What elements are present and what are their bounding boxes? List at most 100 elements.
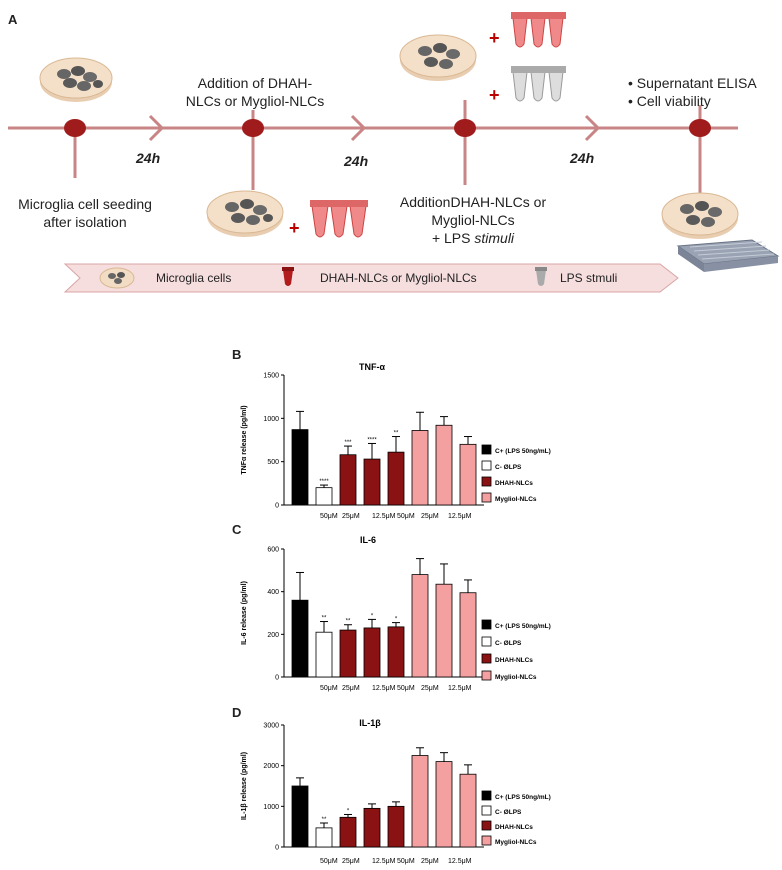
y-axis-label: IL-1β release (pg/ml) <box>241 752 248 820</box>
x-tick-label: 50μM <box>320 685 338 692</box>
significance-label: * <box>395 617 398 623</box>
timeline-node <box>689 119 711 137</box>
bar <box>387 451 405 506</box>
legend-label: DHAH-NLCs <box>495 480 533 487</box>
y-tick-label: 0 <box>275 503 279 510</box>
legend-swatch <box>481 790 492 801</box>
significance-label: * <box>347 808 350 814</box>
legend-banner-nlcs: DHAH-NLCs or Mygliol-NLCs <box>320 271 477 285</box>
chart-title: IL-1β <box>359 718 381 728</box>
bar <box>435 761 453 848</box>
chart-title: TNF-α <box>359 362 385 372</box>
bar <box>411 574 429 678</box>
bar <box>291 429 309 506</box>
legend-label: C+ (LPS 50ng/mL) <box>495 623 551 630</box>
plus-icon: + <box>489 85 500 105</box>
x-tick-label: 12.5μM <box>448 858 472 865</box>
panel-letter-d: D <box>232 705 242 720</box>
x-tick-label: 50μM <box>397 858 415 865</box>
significance-label: **** <box>319 479 329 485</box>
y-tick-label: 1000 <box>263 804 279 811</box>
significance-label: ** <box>322 616 327 622</box>
chevron-icon <box>584 114 601 142</box>
significance-label: ** <box>346 619 351 625</box>
y-tick-label: 2000 <box>263 763 279 770</box>
bar <box>411 430 429 506</box>
legend-label: C- ØLPS <box>495 809 522 816</box>
legend-swatch <box>481 835 492 846</box>
chart-title: IL-6 <box>360 535 376 545</box>
x-tick-label: 50μM <box>397 513 415 520</box>
bar <box>339 629 357 678</box>
significance-label: **** <box>367 437 377 443</box>
bar <box>435 583 453 678</box>
y-tick-label: 3000 <box>263 723 279 730</box>
bar <box>363 458 381 506</box>
timeline-node <box>64 119 86 137</box>
timeline-diagram <box>8 12 780 293</box>
legend-swatch <box>481 619 492 630</box>
chevron-icon <box>350 114 367 142</box>
bar <box>459 773 477 848</box>
chevron-icon <box>148 114 165 142</box>
legend-swatch <box>481 444 492 455</box>
legend-label: C+ (LPS 50ng/mL) <box>495 794 551 801</box>
bar <box>459 443 477 506</box>
petri-dish-icon <box>206 190 284 237</box>
bar <box>435 424 453 506</box>
legend-red-tube-icon <box>282 267 294 286</box>
plus-icon: + <box>489 28 500 48</box>
bar <box>339 816 357 848</box>
interval-label: 24h <box>136 150 161 166</box>
x-tick-label: 12.5μM <box>372 685 396 692</box>
y-tick-label: 500 <box>267 459 279 466</box>
y-tick-label: 0 <box>275 845 279 852</box>
x-tick-label: 25μM <box>342 513 360 520</box>
x-tick-label: 50μM <box>397 685 415 692</box>
y-axis-label: TNFα release (pg/ml) <box>241 405 248 474</box>
bar <box>459 592 477 678</box>
well-plate-icon <box>676 239 780 272</box>
bar <box>387 805 405 848</box>
legend-dish-icon <box>99 267 135 289</box>
petri-dish-icon <box>399 34 477 81</box>
step4-label: • Supernatant ELISA • Cell viability <box>628 75 757 109</box>
interval-label: 24h <box>570 150 595 166</box>
y-tick-label: 1000 <box>263 416 279 423</box>
interval-label: 24h <box>344 153 369 169</box>
y-tick-label: 200 <box>267 632 279 639</box>
legend-banner-lps: LPS stmuli <box>560 271 618 285</box>
y-tick-label: 400 <box>267 589 279 596</box>
bar <box>315 631 333 678</box>
petri-dish-icon <box>39 57 113 102</box>
plus-icon: + <box>289 218 300 238</box>
panel-letter-c: C <box>232 522 242 537</box>
panel-letter-a: A <box>8 12 18 27</box>
step2-label: Addition of DHAH-NLCs or Mygliol-NLCs <box>185 75 325 109</box>
y-tick-label: 0 <box>275 675 279 682</box>
x-tick-label: 25μM <box>421 858 439 865</box>
legend-swatch <box>481 460 492 471</box>
gray-tubes-icon <box>511 66 566 102</box>
timeline-node <box>242 119 264 137</box>
y-axis-label: IL-6 release (pg/ml) <box>241 581 248 645</box>
y-tick-label: 1500 <box>263 373 279 380</box>
legend-swatch <box>481 636 492 647</box>
x-tick-label: 25μM <box>342 858 360 865</box>
legend-label: DHAH-NLCs <box>495 824 533 831</box>
il6-chart: IL-6IL-6 release (pg/ml) 0 200 400 600 ** ** 50… <box>241 535 551 692</box>
legend-label: C- ØLPS <box>495 464 522 471</box>
legend-label: DHAH-NLCs <box>495 657 533 664</box>
red-tubes-icon <box>511 12 566 48</box>
y-tick-label: 600 <box>267 547 279 554</box>
significance-label: ** <box>394 431 399 437</box>
significance-label: ** <box>322 817 327 823</box>
legend-gray-tube-icon <box>535 267 547 286</box>
bar <box>291 785 309 848</box>
legend-label: Mygliol-NLCs <box>495 839 537 846</box>
x-tick-label: 25μM <box>342 685 360 692</box>
